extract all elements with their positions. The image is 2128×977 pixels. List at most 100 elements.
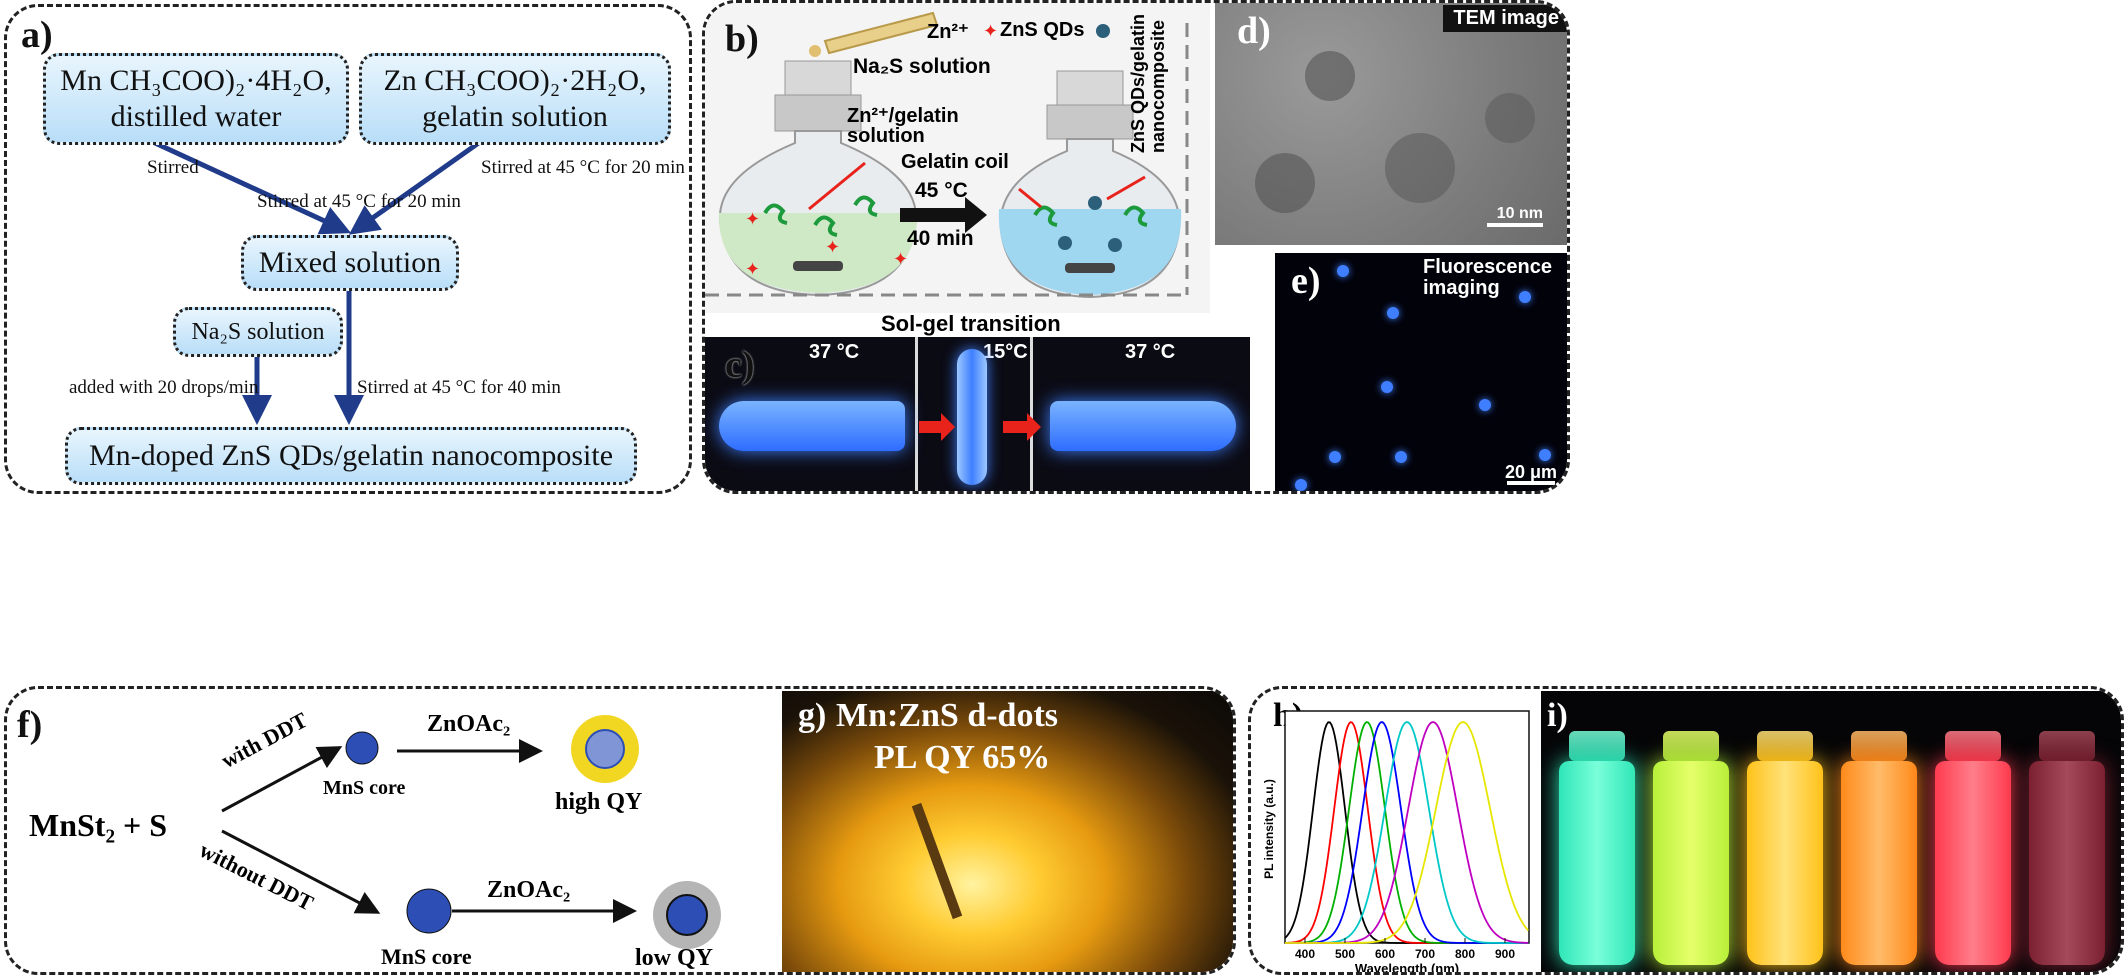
x-tick-label: 600 <box>1375 947 1395 961</box>
fluor-dot <box>1329 451 1341 463</box>
tem-scale-text: 10 nm <box>1496 205 1543 222</box>
panel-c: c) 37 °C 15°C 37 °C <box>705 337 1250 491</box>
panel-f-label: f) <box>17 704 43 746</box>
transition-arrows <box>919 413 1041 441</box>
panel-a-arrows <box>140 134 489 425</box>
core-bottom-text: MnS core <box>381 944 472 969</box>
fluor-dot <box>1387 307 1399 319</box>
final-product-box: Mn-doped ZnS QDs/gelatin nanocomposite <box>65 427 637 485</box>
vial <box>1841 731 1917 965</box>
vial-cap <box>1945 731 2001 761</box>
time-label: 40 min <box>907 227 974 250</box>
vial <box>1559 731 1635 965</box>
tem-particle <box>1305 51 1355 101</box>
panel-a: a) Mn CH₃COO)₂·4H₂O, distilled water Zn … <box>4 4 692 494</box>
tem-tag: TEM image <box>1443 5 1567 32</box>
y-axis-label: PL intensity (a.u.) <box>1262 779 1276 879</box>
panel-c-label: c) <box>725 344 755 386</box>
x-axis-label: Wavelength (nm) <box>1355 961 1459 975</box>
vial-body <box>1841 761 1917 965</box>
panel-i: i) <box>1541 691 2121 972</box>
flask-rod <box>911 802 963 920</box>
fluor-scale-bar <box>1507 481 1555 485</box>
x-tick-label: 900 <box>1495 947 1515 961</box>
divider-1 <box>915 337 918 491</box>
low-qy-text: low QY <box>635 945 713 971</box>
fluor-tag-2: imaging <box>1423 277 1500 299</box>
step-stirred-45-20-center: Stirred at 45 °C for 20 min <box>257 191 461 212</box>
step-drops: added with 20 drops/min <box>69 377 259 398</box>
fluor-dot <box>1295 479 1307 491</box>
vial-body <box>1653 761 1729 965</box>
vial-cap <box>1569 731 1625 761</box>
tem-particle <box>1255 153 1315 213</box>
fluor-dot <box>1519 291 1531 303</box>
zn-precursor-line2: gelatin solution <box>422 100 608 133</box>
mn-precursor-line1: Mn CH₃COO)₂·4H₂O, <box>60 64 332 97</box>
na2s-solution-box: Na₂S solution <box>173 307 343 357</box>
pl-series-line <box>1285 721 1529 944</box>
vial-cap <box>1663 731 1719 761</box>
fluor-dot <box>1395 451 1407 463</box>
panel-d-label: d) <box>1237 10 1271 52</box>
svg-text:✦: ✦ <box>983 21 998 41</box>
temp-37-left: 37 °C <box>809 341 860 363</box>
vial-cap <box>2039 731 2095 761</box>
panel-b: b) ✦ ✦ <box>705 3 1210 313</box>
mn-precursor-line2: distilled water <box>110 100 282 133</box>
na2s-solution-text: Na₂S solution <box>191 318 325 345</box>
step-stirred-45-20-right: Stirred at 45 °C for 20 min <box>481 157 685 178</box>
legend-zns-qds: ZnS QDs <box>1000 19 1085 41</box>
panel-g-title-2: PL QY 65% <box>874 739 1051 776</box>
mn-precursor-box: Mn CH₃COO)₂·4H₂O, distilled water <box>43 53 349 145</box>
panel-i-label: i) <box>1547 697 1568 734</box>
zn-precursor-box: Zn CH₃COO)₂·2H₂O, gelatin solution <box>359 53 671 145</box>
vial-body <box>1935 761 2011 965</box>
fluor-dot <box>1539 449 1551 461</box>
step-stirred: Stirred <box>147 157 199 178</box>
mixed-solution-box: Mixed solution <box>241 235 459 291</box>
panel-bcde: b) ✦ ✦ <box>702 0 1570 494</box>
svg-text:✦: ✦ <box>825 237 840 257</box>
reactant-text: MnSt₂ + S <box>29 807 168 843</box>
svg-text:✦: ✦ <box>893 249 908 269</box>
vial-cap <box>1851 731 1907 761</box>
synthesis-scheme <box>221 715 721 949</box>
tem-tag-text: TEM image <box>1453 7 1559 29</box>
flask-schematic: ✦ ✦ ✦ ✦ ✦ <box>705 11 1189 299</box>
panel-fg: f) MnSt₂ + S with DDT without DDT MnS co… <box>4 686 1236 975</box>
zn-gelatin-label-2: solution <box>847 125 925 147</box>
svg-text:✦: ✦ <box>745 209 760 229</box>
final-product-text: Mn-doped ZnS QDs/gelatin nanocomposite <box>88 439 614 472</box>
panel-a-label: a) <box>21 14 53 56</box>
panel-d: d) TEM image 10 nm <box>1215 3 1567 245</box>
znoac-top-text: ZnOAc₂ <box>427 711 511 737</box>
zn-gelatin-label-1: Zn²⁺/gelatin <box>847 105 959 127</box>
tem-scale-bar <box>1487 223 1543 227</box>
panel-g-label: g) <box>798 697 827 734</box>
tube-left <box>719 401 905 451</box>
fluor-dot <box>1381 381 1393 393</box>
x-tick-label: 400 <box>1295 947 1315 961</box>
tube-right <box>1050 401 1236 451</box>
high-qy-text: high QY <box>555 789 643 815</box>
panel-g-title-1: Mn:ZnS d-dots <box>836 697 1059 734</box>
divider-2 <box>1030 337 1033 491</box>
x-tick-label: 700 <box>1415 947 1435 961</box>
gelatin-coil-label: Gelatin coil <box>901 151 1009 173</box>
svg-text:✦: ✦ <box>745 259 760 279</box>
panel-b-label: b) <box>725 18 759 60</box>
temp-15: 15°C <box>983 341 1028 363</box>
vial <box>1653 731 1729 965</box>
fluor-dot <box>1337 265 1349 277</box>
vial <box>1935 731 2011 965</box>
fluor-scale-text: 20 μm <box>1504 462 1557 482</box>
tube-center <box>957 349 987 485</box>
vial <box>2029 731 2105 965</box>
x-tick-label: 800 <box>1455 947 1475 961</box>
vial-body <box>2029 761 2105 965</box>
plot-frame <box>1284 710 1530 944</box>
na2s-label: Na₂S solution <box>853 55 991 78</box>
vial-body <box>1747 761 1823 965</box>
